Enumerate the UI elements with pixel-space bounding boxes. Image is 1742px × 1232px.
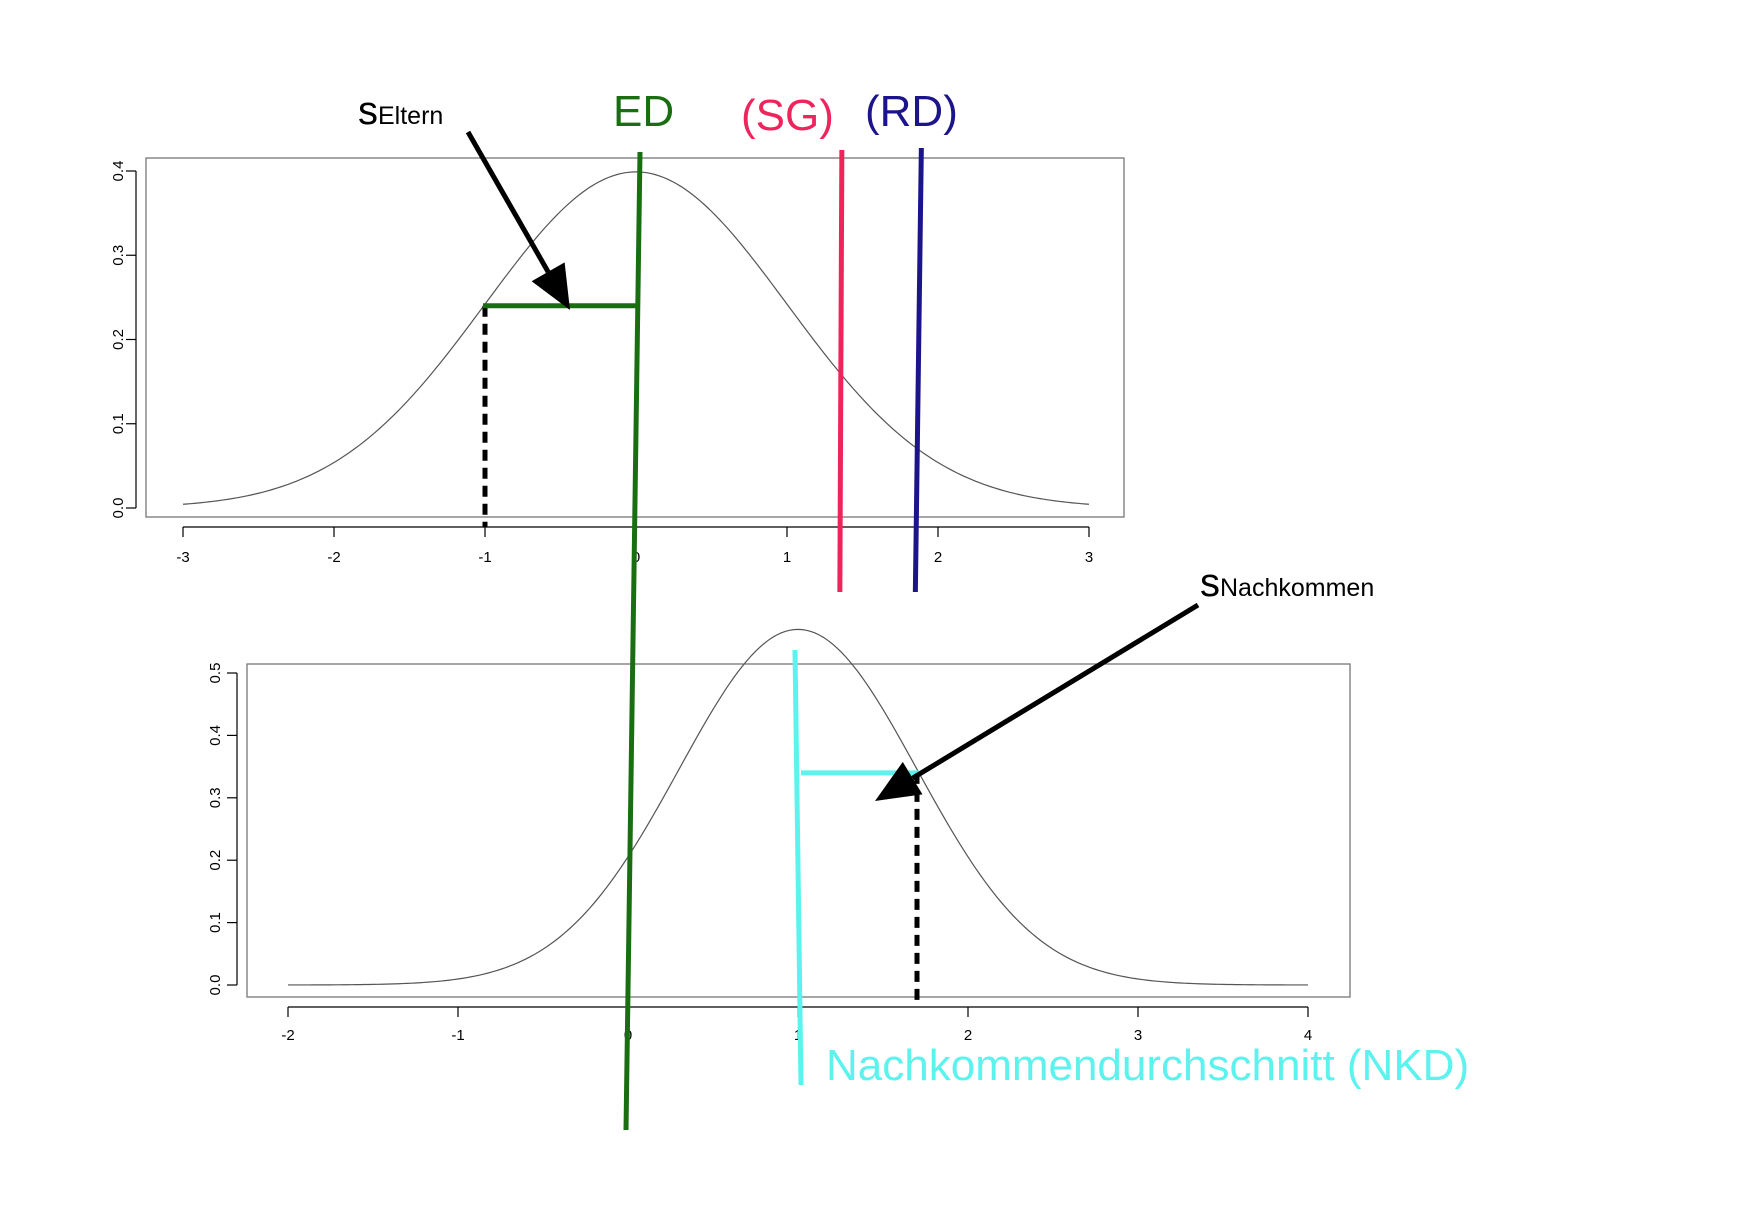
nkd-line: [792, 649, 804, 1086]
arrow-parents-shaft: [465, 130, 551, 274]
s-offspring-label: sNachkommen: [1200, 561, 1374, 605]
s-parents-label: sEltern: [358, 89, 443, 133]
x-tick-label: 2: [964, 1027, 972, 1044]
ed-line: [623, 151, 643, 1131]
annotation-layer: [465, 130, 1200, 1131]
sg-line: [837, 149, 845, 593]
arrow-parents-head: [531, 262, 570, 310]
nkd-label: Nachkommendurchschnitt (NKD): [826, 1041, 1469, 1090]
rd-line: [912, 147, 924, 593]
x-tick-label: 3: [1134, 1027, 1142, 1044]
x-tick-label: 2: [934, 549, 942, 566]
x-tick-label: -1: [451, 1027, 464, 1044]
density-curve: [182, 171, 1090, 505]
x-tick-label: 3: [1085, 549, 1093, 566]
y-tick-label: 0.1: [110, 413, 127, 434]
x-tick-label: -2: [327, 549, 340, 566]
y-tick-label: 0.3: [110, 245, 127, 266]
x-tick-label: -1: [478, 549, 491, 566]
y-tick-label: 0.2: [110, 329, 127, 350]
y-tick-label: 0.0: [207, 975, 224, 996]
s-parents-sub: Eltern: [378, 102, 443, 130]
s-offspring-sub: Nachkommen: [1220, 574, 1374, 602]
x-tick-label: 1: [783, 549, 791, 566]
chart-parents: -3-2-101230.00.10.20.30.4: [110, 157, 1125, 566]
density-curve: [288, 628, 1308, 986]
chart-offspring: -2-1012340.00.10.20.30.40.5: [207, 628, 1351, 1044]
rd-label: (RD): [865, 87, 958, 136]
y-tick-label: 0.4: [207, 725, 224, 746]
y-tick-label: 0.0: [110, 498, 127, 519]
y-tick-label: 0.3: [207, 787, 224, 808]
ed-label: ED: [613, 87, 674, 136]
y-tick-label: 0.5: [207, 663, 224, 684]
x-tick-label: -3: [176, 549, 189, 566]
x-tick-label: 4: [1304, 1027, 1312, 1044]
arrow-offspring-shaft: [911, 602, 1200, 781]
y-tick-label: 0.4: [110, 161, 127, 182]
x-tick-label: -2: [281, 1027, 294, 1044]
y-tick-label: 0.2: [207, 850, 224, 871]
y-tick-label: 0.1: [207, 912, 224, 933]
sg-label: (SG): [741, 91, 834, 140]
arrow-offspring-head: [875, 761, 923, 801]
s-offspring-main: s: [1200, 561, 1220, 605]
s-parents-main: s: [358, 89, 378, 133]
